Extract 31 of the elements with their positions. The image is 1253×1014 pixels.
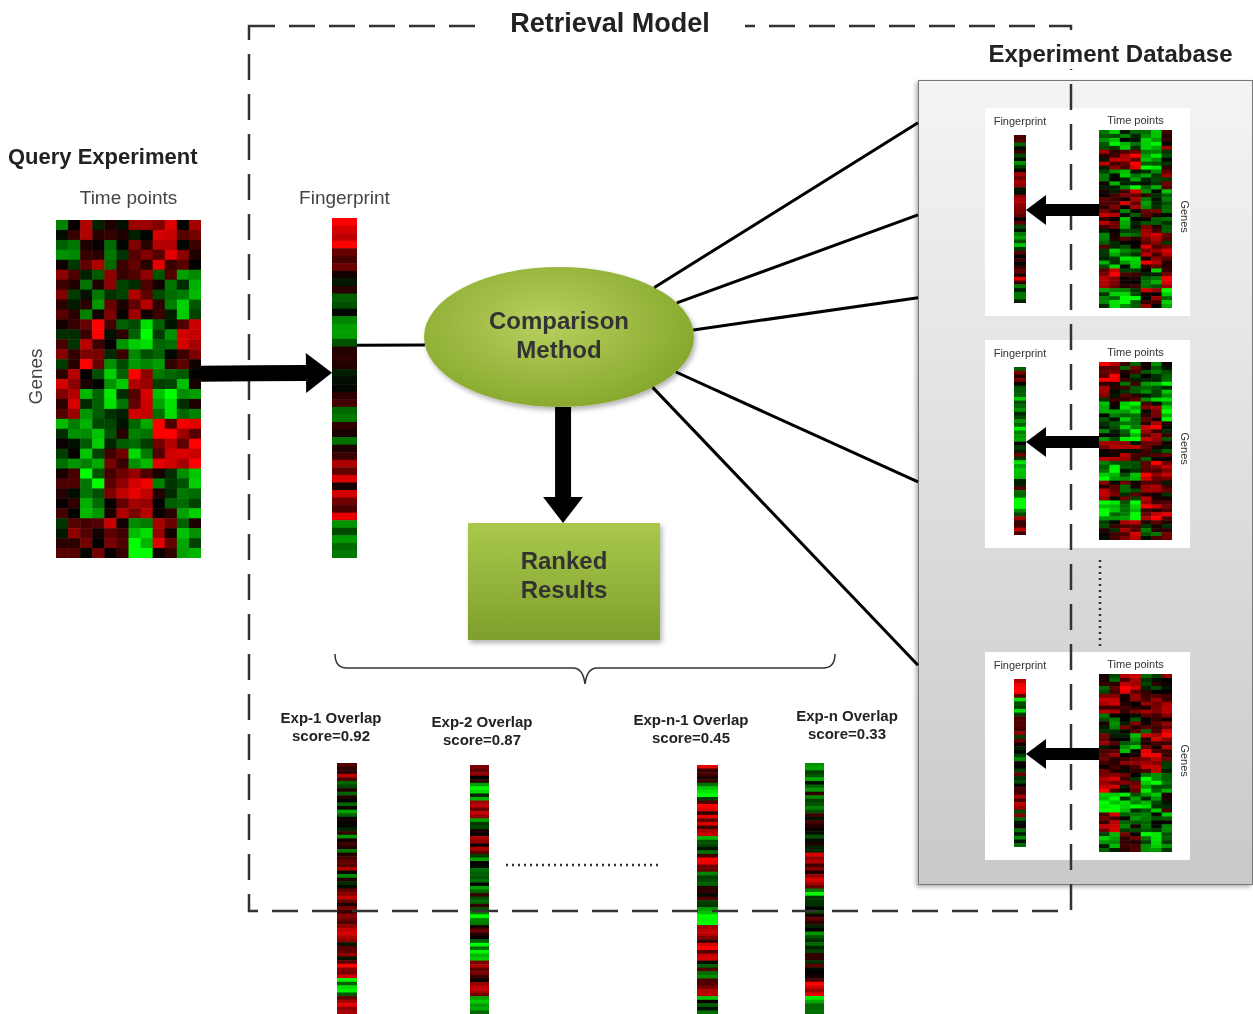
connector-line	[357, 343, 425, 347]
node-label: Ranked Results	[519, 547, 609, 605]
arrow	[200, 352, 332, 393]
strip-label: Fingerprint	[298, 187, 391, 210]
arrow	[1026, 738, 1099, 769]
connector-line	[693, 296, 919, 332]
strip-label: Fingerprint	[992, 659, 1048, 673]
connector-line	[675, 370, 919, 484]
axis-label: Time points	[1106, 346, 1165, 360]
axis-label: Time points	[78, 187, 179, 210]
strip-label: Fingerprint	[992, 347, 1048, 361]
axis-label: Genes	[1177, 199, 1191, 235]
section-heading: Query Experiment	[8, 144, 199, 171]
arrow	[543, 406, 584, 523]
axis-label: Genes	[1177, 743, 1191, 779]
strip-label: Fingerprint	[992, 115, 1048, 129]
score-label: Exp-1 Overlap score=0.92	[279, 709, 383, 745]
axis-label: Time points	[1106, 658, 1165, 672]
score-label: Exp-n Overlap score=0.33	[795, 707, 899, 743]
axis-label: Time points	[1106, 114, 1165, 128]
process-box	[468, 523, 660, 640]
node-label: Comparison Method	[488, 307, 630, 365]
axis-label: Genes	[24, 347, 47, 407]
connector-line	[653, 121, 919, 289]
score-label: Exp-n-1 Overlap score=0.45	[632, 711, 750, 747]
score-label: Exp-2 Overlap score=0.87	[430, 713, 534, 749]
axis-label: Genes	[1177, 431, 1191, 467]
arrow	[1026, 426, 1099, 457]
arrow	[1026, 194, 1099, 225]
connector-line	[651, 386, 920, 667]
connector-line	[676, 213, 919, 305]
